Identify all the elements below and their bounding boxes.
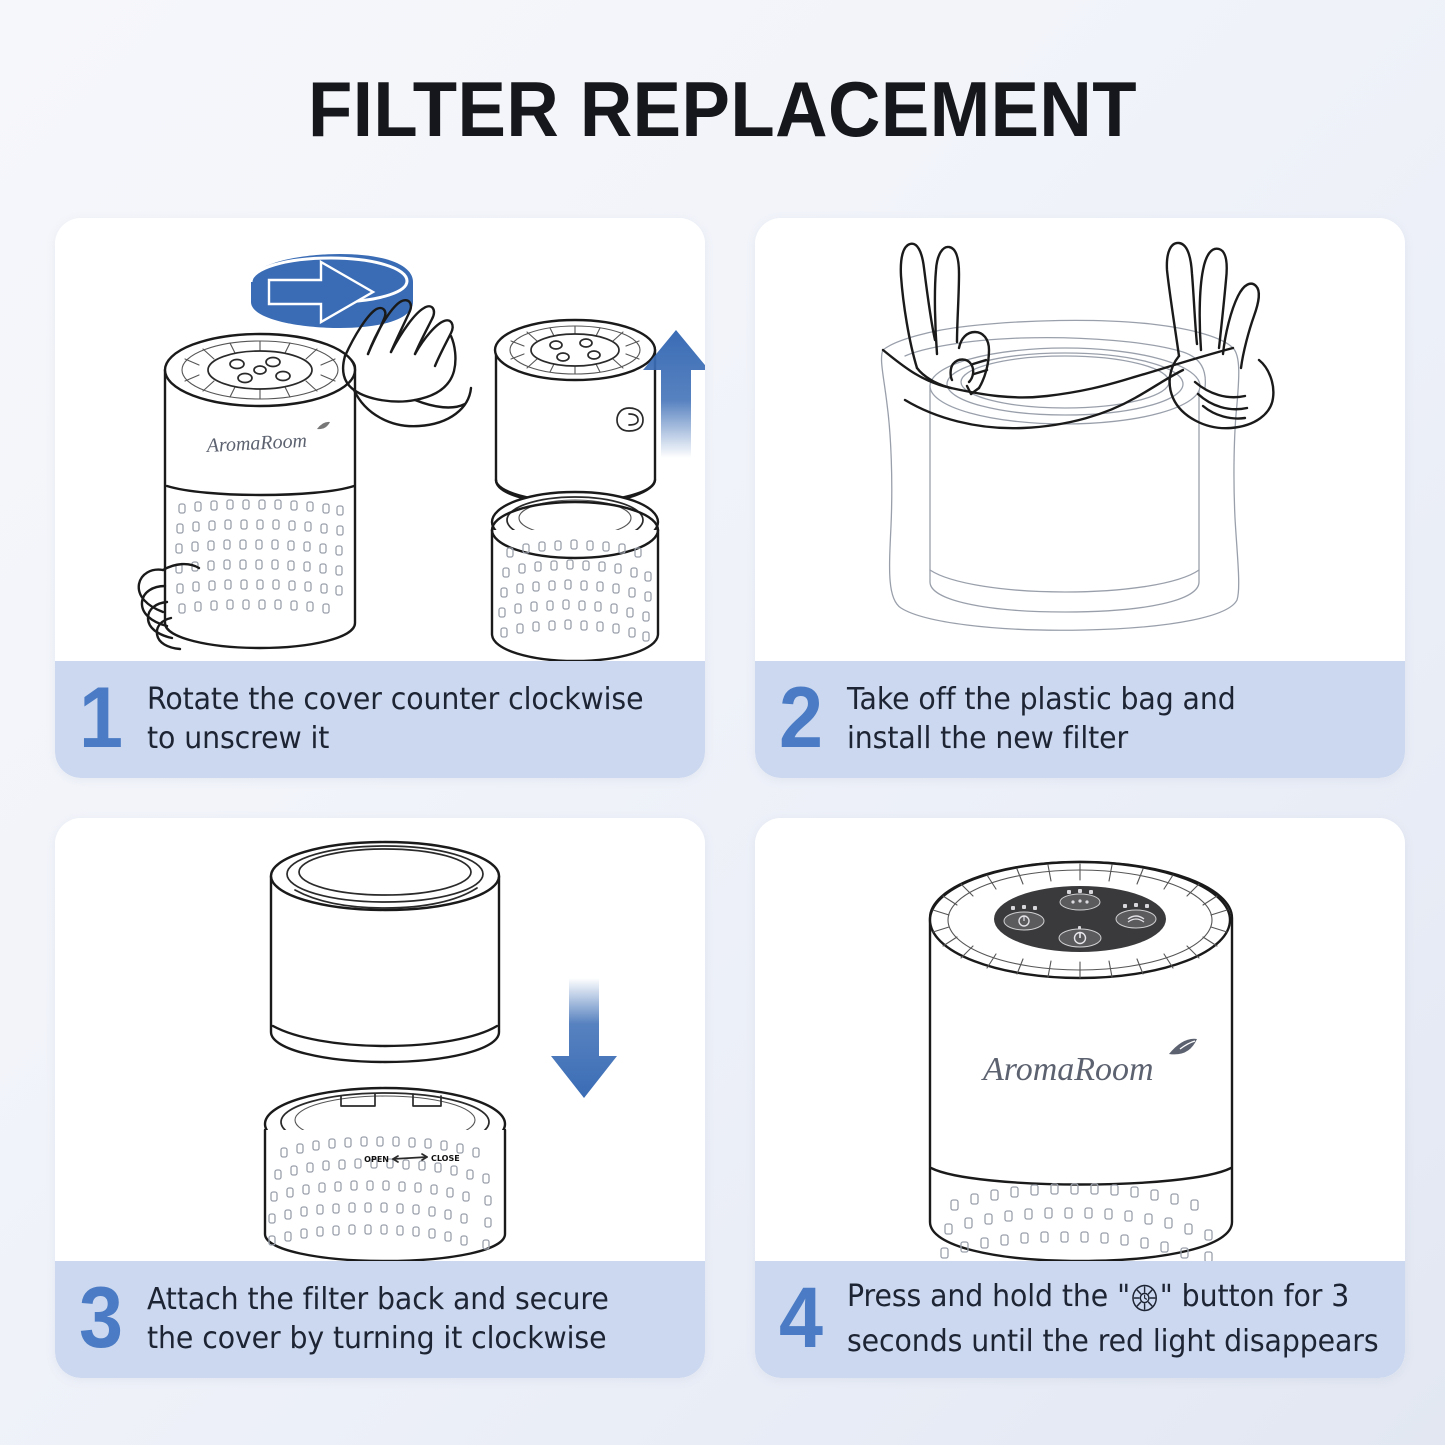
step-1-caption: 1 Rotate the cover counter clockwise to … — [55, 661, 705, 778]
step-card-3: OPEN CLOSE 3 Attach the filter back and … — [55, 818, 705, 1378]
grille-lines-icon — [932, 863, 1228, 979]
caption-line: to unscrew it — [147, 720, 330, 756]
remove-plastic-bag-illustration — [880, 241, 1275, 631]
filter-reset-brightness-icon — [1131, 1283, 1159, 1323]
step-card-2: 2 Take off the plastic bag and install t… — [755, 218, 1405, 778]
brand-logo: AromaRoom — [204, 421, 330, 457]
step-card-4: AromaRoom — [755, 818, 1405, 1378]
up-arrow-icon — [643, 330, 705, 458]
step-card-1: AromaRoom — [55, 218, 705, 778]
control-panel-icon — [549, 338, 601, 362]
caption-text-after-icon: " button for 3 — [1159, 1278, 1350, 1314]
control-panel-icon — [229, 356, 291, 384]
step-number: 4 — [778, 1269, 824, 1366]
brand-logo: AromaRoom — [981, 1038, 1197, 1088]
step-number: 1 — [78, 669, 124, 766]
step-number: 2 — [778, 669, 824, 766]
mode-button-icon[interactable] — [1115, 903, 1157, 929]
down-arrow-icon — [551, 978, 617, 1098]
hand-icon — [899, 242, 975, 390]
purifier-base-icon: OPEN CLOSE — [263, 1086, 507, 1261]
open-label: OPEN — [364, 1155, 389, 1164]
air-purifier-icon: AromaRoom — [928, 860, 1234, 1261]
filter-cylinder-icon — [929, 347, 1201, 613]
caption-line-2: seconds until the red light disappears — [847, 1324, 1379, 1359]
power-button-icon[interactable] — [1058, 926, 1102, 948]
close-label: CLOSE — [431, 1154, 460, 1163]
hand-icon — [1165, 241, 1275, 430]
hand-icon — [341, 299, 473, 428]
filter-cylinder-icon — [269, 840, 501, 1064]
brand-name: AromaRoom — [981, 1051, 1154, 1088]
bag-fold-icon — [903, 368, 1185, 430]
perforation-texture-icon — [268, 1136, 492, 1250]
step-1-illustration: AromaRoom — [55, 218, 705, 661]
leaf-icon — [317, 421, 330, 430]
unscrew-cover-illustration: AromaRoom — [137, 254, 705, 661]
timer-button-icon[interactable] — [1059, 889, 1101, 911]
control-panel-illustration: AromaRoom — [928, 860, 1234, 1261]
step-number: 3 — [78, 1269, 124, 1366]
step-caption-text: Press and hold the " " button for 3 secon… — [847, 1278, 1384, 1362]
caption-line: install the new filter — [847, 720, 1129, 756]
step-2-illustration — [755, 218, 1405, 661]
hand-icon — [137, 562, 201, 651]
perforation-texture-icon — [940, 1183, 1213, 1261]
brand-name: AromaRoom — [204, 430, 307, 457]
caption-text-before-icon: Press and hold the " — [847, 1278, 1131, 1314]
control-panel-icon[interactable] — [994, 886, 1166, 952]
step-caption-text: Rotate the cover counter clockwise to un… — [147, 681, 666, 758]
step-2-caption: 2 Take off the plastic bag and install t… — [755, 661, 1405, 778]
step-3-illustration: OPEN CLOSE — [55, 818, 705, 1261]
caption-line: Take off the plastic bag and — [847, 682, 1236, 718]
air-purifier-icon — [163, 332, 357, 650]
step-4-illustration: AromaRoom — [755, 818, 1405, 1261]
caption-line: Attach the filter back and secure — [147, 1282, 609, 1318]
hand-icon — [957, 330, 991, 396]
rotate-arrow-icon — [249, 254, 413, 328]
filter-reset-button-icon[interactable] — [1003, 905, 1045, 931]
reattach-filter-illustration: OPEN CLOSE — [263, 840, 617, 1261]
step-3-caption: 3 Attach the filter back and secure the … — [55, 1261, 705, 1378]
step-caption-text: Take off the plastic bag and install the… — [847, 681, 1366, 758]
open-close-marking: OPEN CLOSE — [364, 1153, 460, 1164]
caption-line: the cover by turning it clockwise — [147, 1320, 607, 1356]
perforation-texture-icon — [175, 499, 344, 614]
perforation-texture-icon — [498, 539, 652, 642]
step-caption-text: Attach the filter back and secure the co… — [147, 1281, 666, 1358]
page-title: FILTER REPLACEMENT — [307, 65, 1138, 153]
air-purifier-icon — [490, 318, 660, 661]
step-4-caption: 4 Press and hold the " " button for 3 sec… — [755, 1261, 1405, 1378]
caption-line-1: Press and hold the " " button for 3 — [847, 1278, 1379, 1323]
caption-line: Rotate the cover counter clockwise — [147, 682, 644, 718]
